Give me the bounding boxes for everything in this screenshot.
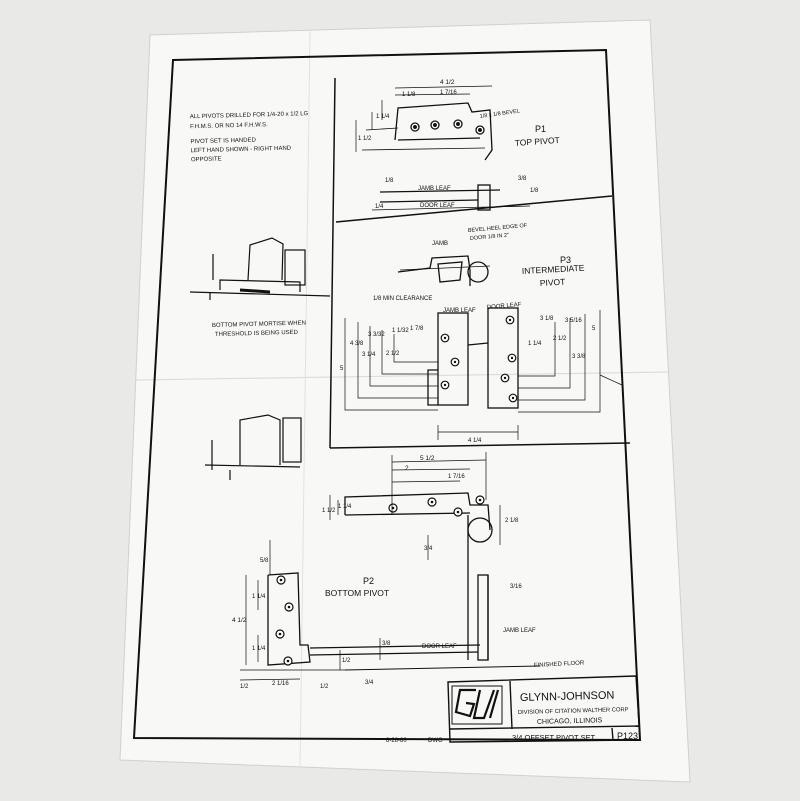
bot-dim-l5: 2 1/16 [272, 681, 289, 687]
top-dim-1: 1 1/8 [402, 92, 416, 98]
bottom-pivot-drawing [240, 492, 541, 671]
title-block [447, 675, 641, 743]
top-dim-8: 1/8 [530, 188, 539, 194]
intermediate-dim-lines [344, 310, 623, 440]
paper-sheet [119, 19, 691, 783]
glynn-johnson-logo [451, 685, 503, 725]
top-dim-3: 1 1/4 [376, 114, 390, 120]
int-dim-l6: 1 7/8 [410, 326, 424, 332]
int-dim-l4: 2 1/2 [386, 351, 400, 357]
note-line-4: LEFT HAND SHOWN - RIGHT HAND [191, 146, 292, 155]
top-pivot-code: P1 [535, 124, 546, 134]
company-division: DIVISION OF CITATION WALTHER CORP [518, 707, 629, 716]
intermediate-holes [440, 315, 518, 403]
int-dim-l5: 5 [340, 366, 344, 372]
product-name: 3/4 OFFSET PIVOT SET [512, 733, 595, 742]
intermediate-pivot-drawing [397, 255, 519, 409]
bottom-pivot-code: P2 [363, 576, 374, 586]
int-pivot-code: P3 [560, 255, 571, 265]
bot-jamb-leaf: JAMB LEAF [503, 628, 536, 634]
bot-dim-r2: 1/2 [342, 658, 351, 664]
bot-dim-t0: 5 1/2 [420, 455, 435, 462]
mortise-caption-2: THRESHOLD IS BEING USED [215, 330, 299, 338]
int-jamb-label: JAMB [432, 241, 448, 247]
panel-divider-top [335, 195, 613, 223]
top-jamb-leaf: JAMB LEAF [418, 186, 451, 192]
fold-line-horizontal [134, 371, 671, 381]
int-dim-l0: 4 3/8 [350, 341, 364, 347]
int-pivot-name-1: INTERMEDIATE [522, 263, 585, 276]
note-line-2: F.H.M.S. OR NO 14 F.H.W.S. [190, 122, 268, 130]
bot-dim-r0: 3/16 [510, 584, 522, 590]
int-dim-l1: 3 3/32 [368, 332, 385, 338]
int-dim-r1: 3 5/16 [565, 318, 582, 324]
top-dim-5: 1/8 [385, 178, 394, 184]
bottom-pivot-name: BOTTOM PIVOT [325, 588, 389, 598]
int-clearance: 1/8 MIN CLEARANCE [373, 296, 432, 302]
top-dim-7: 3/8 [518, 176, 527, 182]
bot-dim-l7: 3/4 [365, 680, 374, 686]
top-pivot-drawing [361, 102, 531, 211]
bot-dim-r1: 3/8 [382, 641, 391, 647]
bottom-pivot-dim-lines [239, 452, 501, 681]
notes-block: ALL PIVOTS DRILLED FOR 1/4-20 x 1/2 LG F… [190, 111, 309, 163]
note-line-3: PIVOT SET IS HANDED [190, 138, 256, 146]
company-city: CHICAGO, ILLINOIS [537, 717, 603, 726]
int-bevel-line1: BEVEL HEEL EDGE OF [468, 223, 528, 234]
bot-dim-t4: 1 1/2 [322, 508, 336, 514]
int-dim-l2: 1 1/32 [392, 328, 409, 334]
bottom-mortise-detail [189, 237, 331, 300]
note-line-1: ALL PIVOTS DRILLED FOR 1/4-20 x 1/2 LG [190, 111, 309, 120]
bot-dim-l0: 5/8 [260, 558, 269, 564]
int-bevel-line2: DOOR 1/8 IN 2" [470, 233, 510, 242]
bot-dim-t2: 1 7/16 [448, 474, 465, 480]
drawing-date: 8-28-80 [386, 738, 407, 744]
top-dim-4: 1 1/2 [358, 136, 372, 142]
int-dim-r5: 3 3/8 [572, 354, 586, 360]
bot-dim-t5: 2 1/8 [505, 518, 519, 524]
bottom-pivot-holes [275, 495, 485, 666]
drawing-number: P123 [617, 731, 638, 741]
int-dim-r0: 3 1/8 [540, 316, 554, 322]
top-dim-2: 1 7/16 [440, 90, 457, 96]
bot-dim-t6: 3/4 [424, 546, 433, 552]
top-pivot-dim-lines [355, 85, 493, 152]
panel-divider-vertical [329, 77, 336, 449]
top-dim-6: 1/4 [375, 204, 384, 210]
bot-dim-t1: 2 [405, 465, 409, 472]
int-dim-r3: 2 1/2 [553, 336, 567, 342]
int-jamb-leaf: JAMB LEAF [443, 308, 476, 314]
int-pivot-name-2: PIVOT [540, 277, 566, 288]
fold-line-vertical [299, 29, 311, 771]
bot-dim-l3: 1 1/4 [252, 646, 266, 652]
top-bevel-note: 1/8 x 1/8 BEVEL [479, 108, 520, 120]
drawing-dwg-label: DWG [428, 738, 443, 744]
int-dim-r4: 5 [592, 326, 596, 332]
bot-dim-l4: 1/2 [240, 684, 249, 690]
note-line-5: OPPOSITE [191, 156, 222, 163]
mortise-caption-1: BOTTOM PIVOT MORTISE WHEN [212, 321, 306, 329]
top-door-leaf: DOOR LEAF [420, 203, 455, 209]
panel-divider-middle [329, 442, 631, 449]
bot-dim-t3: 1 1/4 [338, 504, 352, 510]
bot-finished-floor: FINISHED FLOOR [534, 660, 585, 669]
int-dim-r2: 1 1/4 [528, 341, 542, 347]
company-name: GLYNN-JOHNSON [520, 690, 615, 704]
threshold-detail [204, 414, 302, 480]
bot-dim-l6: 1/2 [320, 684, 329, 690]
top-dim-overall: 4 1/2 [440, 79, 455, 86]
int-dim-l3: 3 1/4 [362, 352, 376, 358]
bot-door-leaf: DOOR LEAF [422, 644, 457, 650]
bot-dim-l1: 4 1/2 [232, 617, 247, 624]
int-door-leaf: DOOR LEAF [487, 302, 522, 311]
int-dim-bottom: 4 1/4 [468, 438, 482, 444]
bot-dim-l2: 1 1/4 [252, 594, 266, 600]
top-pivot-name: TOP PIVOT [514, 135, 560, 148]
